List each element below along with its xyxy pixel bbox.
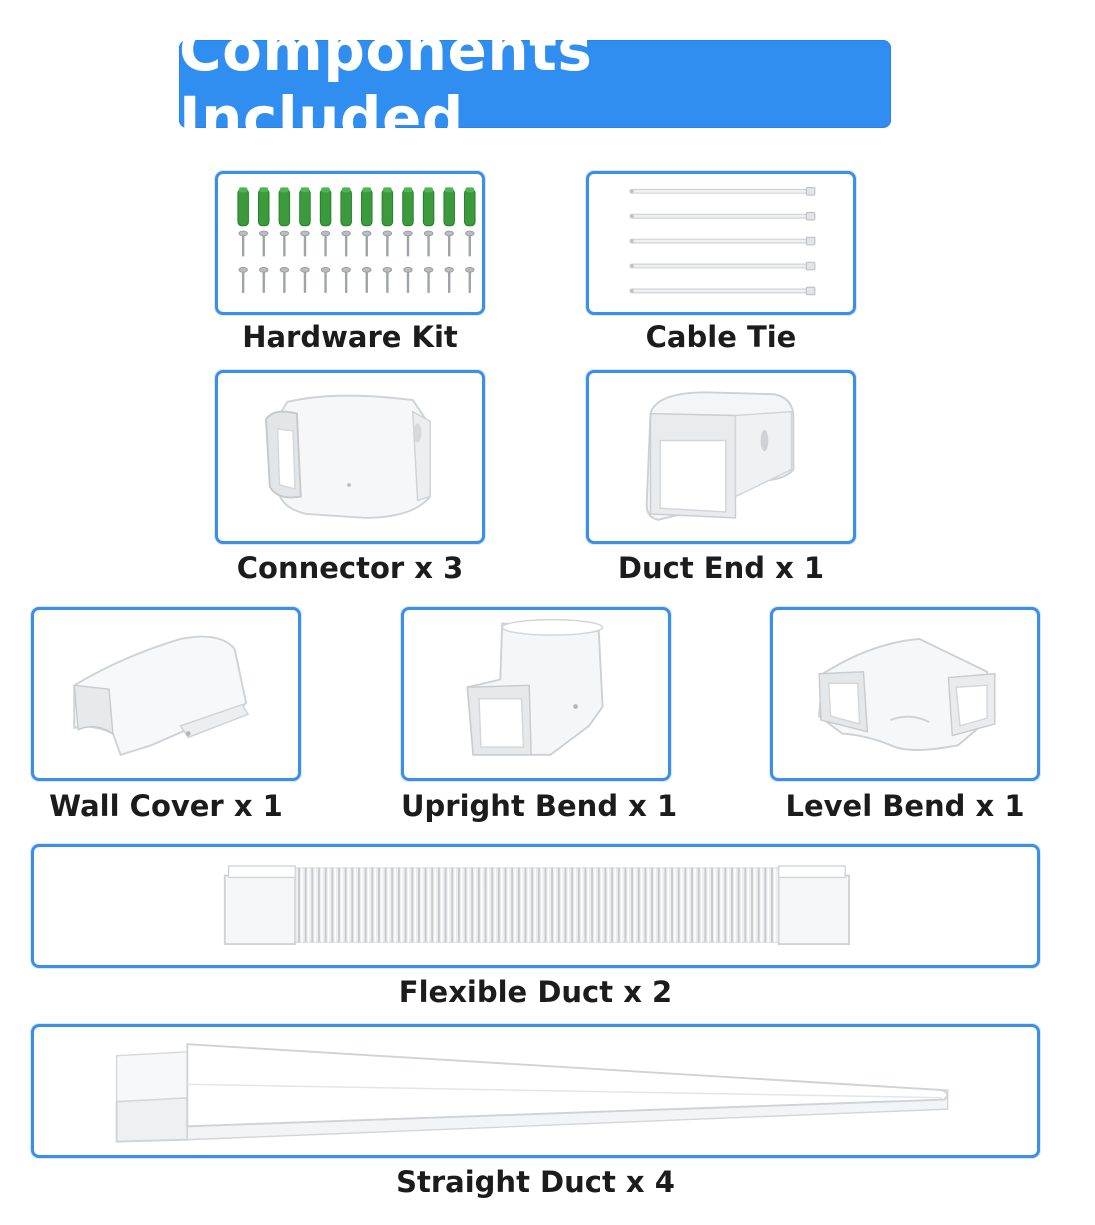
wall-cover-label: Wall Cover x 1 bbox=[49, 789, 283, 823]
cable-ties-icon bbox=[629, 186, 816, 296]
straight-duct-icon bbox=[115, 1043, 949, 1143]
screws-and-anchors-icon bbox=[237, 187, 476, 293]
level-bend-card bbox=[770, 607, 1040, 781]
cable-tie-card bbox=[586, 171, 856, 315]
wall-cover-icon bbox=[73, 635, 250, 757]
wall-cover-card bbox=[31, 607, 301, 781]
hardware-kit-label: Hardware Kit bbox=[242, 320, 458, 354]
connector-card bbox=[215, 370, 485, 544]
upright-bend-label: Upright Bend x 1 bbox=[401, 789, 678, 823]
duct-end-card bbox=[586, 370, 856, 544]
straight-duct-label: Straight Duct x 4 bbox=[396, 1165, 675, 1199]
page-title: Components Included bbox=[179, 16, 593, 152]
duct-end-label: Duct End x 1 bbox=[617, 551, 825, 585]
upright-bend-card bbox=[401, 607, 671, 781]
flexible-duct-label: Flexible Duct x 2 bbox=[398, 975, 673, 1009]
connector-label: Connector x 3 bbox=[236, 551, 464, 585]
flexible-duct-icon bbox=[223, 865, 851, 946]
title-banner: Components Included bbox=[179, 16, 891, 152]
duct-end-icon bbox=[645, 391, 795, 521]
straight-duct-card bbox=[31, 1024, 1040, 1158]
level-bend-icon bbox=[818, 637, 996, 751]
upright-bend-icon bbox=[466, 618, 604, 756]
flexible-duct-card bbox=[31, 844, 1040, 968]
duct-connector-icon bbox=[265, 394, 432, 519]
cable-tie-label: Cable Tie bbox=[645, 320, 797, 354]
hardware-kit-card bbox=[215, 171, 485, 315]
level-bend-label: Level Bend x 1 bbox=[785, 789, 1025, 823]
